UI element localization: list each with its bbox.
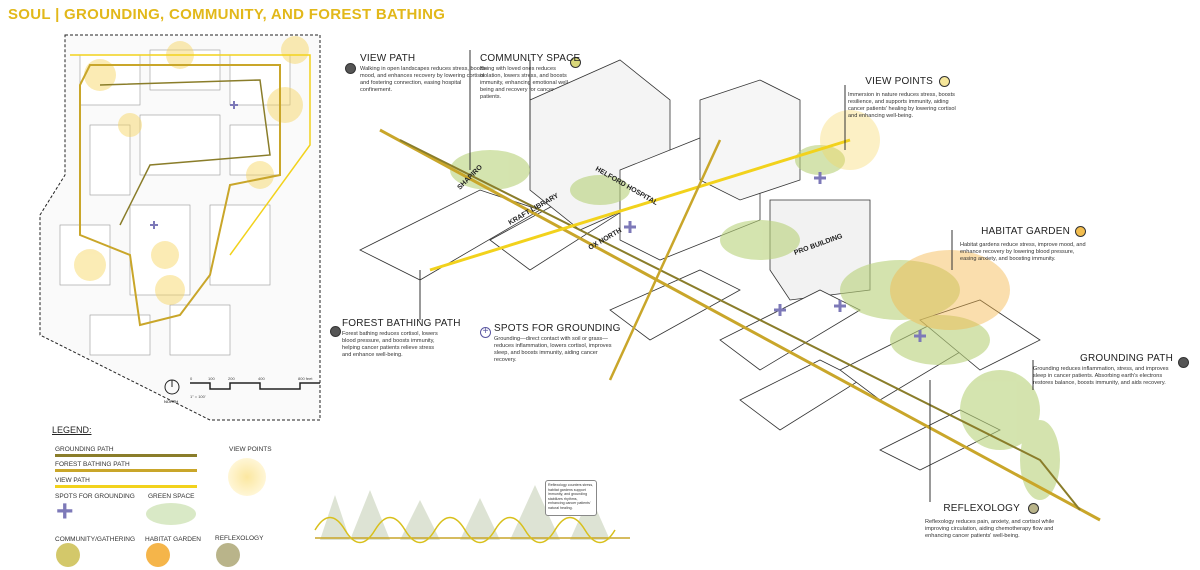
callout-community-space: COMMUNITY SPACE Being with loved ones red… <box>480 53 580 101</box>
legend-habitat-garden-swatch <box>146 543 170 567</box>
callout-title: COMMUNITY SPACE <box>480 53 581 64</box>
community-space-marker <box>570 57 581 68</box>
callout-text: Walking in open landscapes reduces stres… <box>360 66 487 93</box>
callout-title: HABITAT GARDEN <box>981 226 1070 237</box>
grounding-path <box>399 139 1081 511</box>
callout-text: Immersion in nature reduces stress, boos… <box>848 92 956 119</box>
scale-note: 1" = 100' <box>190 394 206 399</box>
callout-text: Being with loved ones reduces isolation,… <box>480 66 570 100</box>
legend-grounding-path: GROUNDING PATH <box>55 446 114 453</box>
legend-habitat-garden: HABITAT GARDEN <box>145 536 201 543</box>
scale-tick: 100 <box>208 376 215 381</box>
view-path-marker <box>345 63 356 74</box>
legend-view-points-swatch <box>228 458 266 496</box>
legend-green-space: GREEN SPACE <box>148 493 195 500</box>
legend-view-path-swatch <box>55 485 197 488</box>
callout-text: Grounding reduces inflammation, stress, … <box>1033 366 1169 386</box>
scale-tick: 800 feet <box>298 376 313 381</box>
plus-icon: + <box>480 327 491 338</box>
callout-forest-bathing-path: FOREST BATHING PATH Forest bathing reduce… <box>342 318 461 359</box>
callout-title: VIEW PATH <box>360 53 416 64</box>
view-point-markers <box>74 36 309 305</box>
legend-green-space-swatch <box>146 503 196 525</box>
scale-tick: 0 <box>190 376 193 381</box>
callout-title: REFLEXOLOGY <box>943 503 1020 514</box>
grounding-spots <box>624 172 926 342</box>
callout-text: Forest bathing reduces cortisol, lowers … <box>342 331 438 358</box>
axonometric-view: HELFORD HOSPITAL SHAPIRO KRAFT LIBRARY O… <box>359 50 1101 522</box>
callout-title: VIEW POINTS <box>865 76 933 87</box>
north-label: NORTH <box>164 399 178 404</box>
legend-view-points: VIEW POINTS <box>229 446 272 453</box>
legend-community: COMMUNITY/GATHERING <box>55 536 136 543</box>
habitat-garden-marker <box>1075 226 1086 237</box>
callout-title: FOREST BATHING PATH <box>342 318 461 329</box>
scale-tick: 200 <box>228 376 235 381</box>
site-section <box>314 485 630 544</box>
legend-forest-bathing-path: FOREST BATHING PATH <box>55 461 130 468</box>
scale-bar <box>190 382 320 390</box>
view-path <box>429 138 851 272</box>
callout-grounding-path: GROUNDING PATH Grounding reduces inflamma… <box>1033 353 1178 387</box>
legend-grounding-path-swatch <box>55 454 197 457</box>
board-title: SOUL | GROUNDING, COMMUNITY, AND FOREST … <box>8 6 446 23</box>
legend-spots-for-grounding: SPOTS FOR GROUNDING <box>55 493 135 500</box>
view-points-marker <box>939 76 950 87</box>
grounding-path-marker <box>1178 357 1189 368</box>
forest-bathing-marker <box>330 326 341 337</box>
callout-view-points: VIEW POINTS Immersion in nature reduces s… <box>848 76 963 120</box>
callout-text: Reflexology reduces pain, anxiety, and c… <box>925 519 1055 539</box>
scale-tick: 400 <box>258 376 265 381</box>
legend-reflexology: REFLEXOLOGY <box>215 535 264 542</box>
callout-title: SPOTS FOR GROUNDING <box>494 323 621 334</box>
legend-title: LEGEND: <box>52 425 92 435</box>
legend-reflexology-swatch <box>216 543 240 567</box>
reflexology-marker <box>1028 503 1039 514</box>
callout-spots-for-grounding: SPOTS FOR GROUNDING Grounding—direct cont… <box>494 323 621 364</box>
callout-title: GROUNDING PATH <box>1080 353 1173 364</box>
forest-bathing-path <box>379 128 1101 522</box>
callout-text: Habitat gardens reduce stress, improve m… <box>960 242 1086 262</box>
legend-forest-bathing-swatch <box>55 469 197 472</box>
callout-text: Grounding—direct contact with soil or gr… <box>494 336 612 363</box>
legend-community-swatch <box>56 543 80 567</box>
callout-habitat-garden: HABITAT GARDEN Habitat gardens reduce str… <box>960 226 1090 263</box>
site-plan: NORTH 0 100 200 400 800 feet 1" = 100' <box>39 34 321 421</box>
plus-icon: + <box>56 495 74 528</box>
habitat-garden-zone <box>890 250 1010 330</box>
callout-leaders <box>419 50 1034 502</box>
legend-view-path: VIEW PATH <box>55 477 90 484</box>
callout-view-path: VIEW PATH Walking in open landscapes redu… <box>360 53 490 94</box>
callout-reflexology: REFLEXOLOGY Reflexology reduces pain, anx… <box>925 503 1055 540</box>
north-arrow <box>164 379 180 395</box>
section-bubble: Reflexology counters stress, habitat gar… <box>545 480 597 516</box>
